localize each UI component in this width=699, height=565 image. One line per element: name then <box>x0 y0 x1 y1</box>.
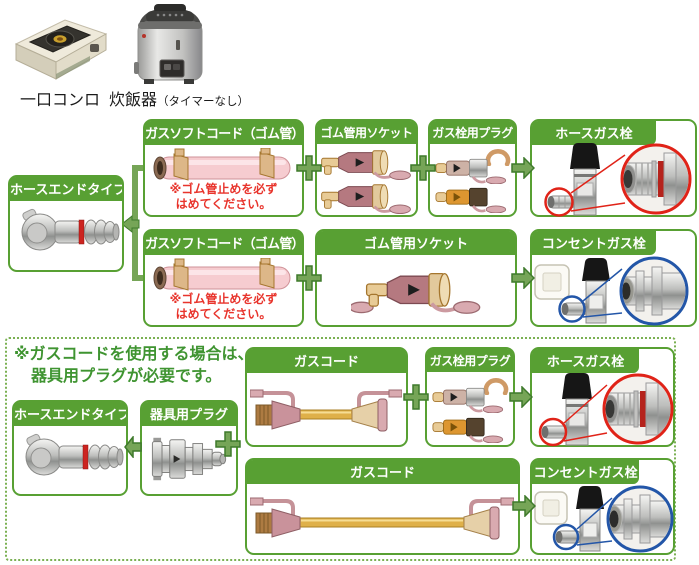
warning-line: ※ゴム管止めを必ず <box>169 182 278 196</box>
rubber-socket-illustration <box>321 184 411 214</box>
warning-line: はめてください。 <box>175 197 272 211</box>
arrow-right-icon <box>509 386 533 408</box>
arrow-right-icon <box>511 157 535 179</box>
box-header: ホースエンドタイプ <box>10 177 122 201</box>
box-header: ガスソフトコード（ゴム管） <box>145 231 302 255</box>
hose-gas-tap-illustration <box>538 373 674 447</box>
box-header: コンセントガス栓 <box>532 231 656 255</box>
box-gas-soft-cord-1: ガスソフトコード（ゴム管） ※ゴム管止めを必ず はめてください。 <box>143 119 304 217</box>
stove-label: 一口コンロ <box>19 92 100 109</box>
rice-cooker-label-main: 炊飯器 <box>108 92 157 109</box>
hook-illustration <box>485 149 511 166</box>
rubber-tube-illustration <box>153 258 291 291</box>
single-burner-stove-photo <box>14 19 108 80</box>
plus-icon <box>410 155 436 181</box>
warning-line: はめてください。 <box>175 307 272 321</box>
box-header: ホースガス栓 <box>532 121 656 145</box>
note-line: 器具用プラグが必要です。 <box>31 367 222 385</box>
box-rubber-socket-2: ゴム管用ソケット <box>315 229 517 327</box>
box-header: ガスソフトコード（ゴム管） <box>145 121 302 145</box>
rubber-stopper-warning: ※ゴム管止めを必ず はめてください。 <box>145 182 302 212</box>
gas-cord-note: ※ガスコードを使用する場合は、 器具用プラグが必要です。 <box>14 344 254 387</box>
box-rubber-socket-1: ゴム管用ソケット <box>315 119 418 217</box>
box-hose-gas-tap-1: ホースガス栓 <box>530 119 697 217</box>
box-gas-cord-2: ガスコード <box>245 458 520 555</box>
box-hose-end-type-2: ホースエンドタイプ <box>12 400 128 496</box>
plus-icon <box>215 431 241 457</box>
box-header: ガスコード <box>247 460 518 484</box>
gas-cord-illustration <box>250 389 402 432</box>
tap-plug-illustration <box>432 417 504 443</box>
box-header: 器具用プラグ <box>142 402 236 426</box>
rice-cooker-photo <box>134 4 203 84</box>
box-outlet-gas-tap-1: コンセントガス栓 <box>530 229 697 327</box>
outlet-gas-tap-illustration <box>534 485 674 553</box>
arrow-left-icon <box>124 436 142 458</box>
rice-cooker-label-sub: （タイマーなし） <box>157 96 249 108</box>
box-tap-plug-2: ガス栓用プラグ <box>425 347 515 447</box>
rice-cooker-label: 炊飯器（タイマーなし） <box>104 86 254 110</box>
warning-line: ※ゴム管止めを必ず <box>169 292 278 306</box>
tap-plug-illustration <box>435 187 507 213</box>
hose-end-illustration <box>25 433 124 476</box>
box-header: コンセントガス栓 <box>532 460 640 484</box>
rubber-tube-illustration <box>153 148 291 181</box>
box-header: ホースエンドタイプ <box>14 402 126 426</box>
box-header: ゴム管用ソケット <box>317 121 416 144</box>
gas-cord-section-border <box>5 337 676 561</box>
hose-end-illustration <box>21 208 120 251</box>
box-hose-end-type-1: ホースエンドタイプ <box>8 175 124 272</box>
tap-plug-illustration <box>435 158 507 184</box>
rubber-socket-illustration <box>321 150 411 180</box>
hook-illustration <box>483 378 509 395</box>
box-header: ホースガス栓 <box>532 349 640 373</box>
box-header: ゴム管用ソケット <box>317 231 515 255</box>
box-appliance-plug: 器具用プラグ <box>140 400 238 496</box>
plus-icon <box>296 155 322 181</box>
plus-icon <box>403 384 429 410</box>
box-gas-soft-cord-2: ガスソフトコード（ゴム管） ※ゴム管止めを必ず はめてください。 <box>143 229 304 327</box>
box-tap-plug-1: ガス栓用プラグ <box>428 119 517 217</box>
box-header: ガス栓用プラグ <box>427 349 513 372</box>
box-header: ガスコード <box>247 349 406 373</box>
hose-gas-tap-illustration <box>544 143 692 217</box>
arrow-right-icon <box>512 495 536 517</box>
appliance-plug-illustration <box>151 437 227 481</box>
box-outlet-gas-tap-2: コンセントガス栓 <box>530 458 675 555</box>
outlet-gas-tap-illustration <box>534 256 689 326</box>
rubber-socket-illustration <box>351 272 481 314</box>
tap-plug-illustration <box>432 387 504 413</box>
gas-cord-illustration <box>250 497 514 540</box>
arrow-right-icon <box>511 267 535 289</box>
box-header: ガス栓用プラグ <box>430 121 515 144</box>
note-line: ※ガスコードを使用する場合は、 <box>14 346 254 363</box>
box-gas-cord-1: ガスコード <box>245 347 408 447</box>
plus-icon <box>296 265 322 291</box>
box-hose-gas-tap-2: ホースガス栓 <box>530 347 675 447</box>
rubber-stopper-warning: ※ゴム管止めを必ず はめてください。 <box>145 292 302 322</box>
bracket-connector <box>122 165 146 281</box>
